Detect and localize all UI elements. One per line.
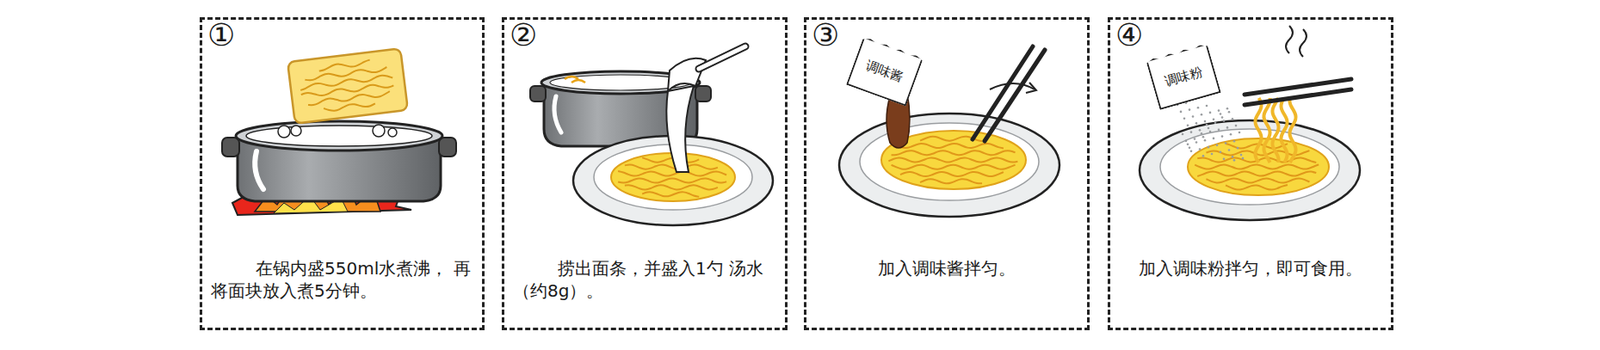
step-panel: ③ 加入调味酱拌匀。 调味酱 bbox=[803, 17, 1090, 331]
step-panel: ④ 加入调味粉拌匀，即可食用。 调味粉 bbox=[1107, 17, 1394, 331]
step-instruction: 加入调味酱拌匀。 bbox=[815, 257, 1079, 280]
pot-on-fire bbox=[222, 48, 457, 216]
ladle-and-plate bbox=[530, 46, 773, 226]
seasoning-packet: 调味粉 bbox=[1145, 43, 1222, 111]
plate-with-sauce bbox=[839, 46, 1060, 217]
step-instruction: 在锅内盛550ml水煮沸， 再将面块放入煮5分钟。 bbox=[210, 257, 474, 303]
packet-label: 调味酱 bbox=[864, 58, 906, 86]
seasoning-packet: 调味酱 bbox=[846, 36, 924, 107]
packet-label: 调味粉 bbox=[1162, 64, 1205, 89]
step-instruction: 捞出面条，并盛入1勺 汤水（约8g）。 bbox=[512, 257, 777, 303]
plate-with-powder bbox=[1139, 25, 1360, 221]
step-panel: ① 在锅内盛550ml水煮沸， 再将面块放入煮5分钟。 bbox=[199, 17, 485, 331]
step-number: ④ bbox=[1115, 18, 1143, 53]
step-instruction: 加入调味粉拌匀，即可食用。 bbox=[1118, 257, 1383, 280]
step-number: ① bbox=[207, 18, 235, 53]
step-number: ③ bbox=[811, 18, 840, 53]
step-panel: ② 捞出面条，并盛入1勺 汤水（约8g）。 bbox=[501, 17, 788, 331]
step-number: ② bbox=[509, 18, 538, 53]
